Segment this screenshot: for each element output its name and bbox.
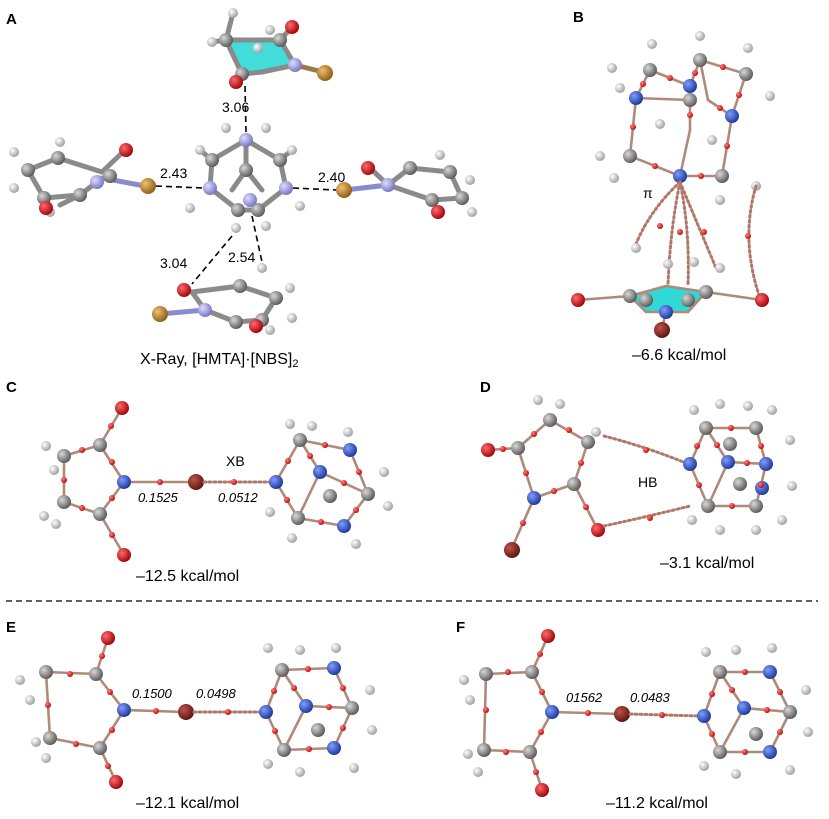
nbs-molecule-b [571,243,769,338]
panel-f-value-right: 0.0483 [630,690,671,705]
hmta-molecule-c [265,419,393,549]
panel-a-caption: X-Ray, [HMTA]·[NBS]2 [140,351,298,370]
nbs-molecule-right [336,150,477,219]
contact-right [292,187,337,191]
panel-f: F 01562 0.0483 [456,619,813,812]
distance-left: 2.43 [160,165,187,181]
panel-d-energy: –3.1 kcal/mol [660,555,754,572]
panel-e-value-left: 0.1500 [132,686,173,701]
pi-interaction-paths [634,180,762,300]
panel-c: C XB 0.1525 0.0512 [6,379,393,585]
panel-b: B [571,9,775,364]
nbs-molecule-e [15,631,194,789]
panel-e-letter: E [6,619,16,636]
panel-f-value-left: 01562 [566,690,603,705]
nbs-molecule-left [9,137,156,217]
hb-path-bottom [602,504,692,528]
contact-bottom-right [251,215,263,263]
hmta-molecule-f [697,643,813,779]
panel-c-energy: –12.5 kcal/mol [136,568,239,585]
distance-right: 2.40 [318,169,345,185]
contact-top [244,85,247,133]
panel-a-letter: A [6,11,17,28]
nbs-molecule-d [481,395,605,558]
panel-c-value-right: 0.0512 [218,490,259,505]
panel-f-letter: F [456,619,465,636]
hmta-molecule-e [259,643,377,777]
contact-bottom-left [191,235,233,285]
panel-a: A [6,8,477,370]
panel-b-energy: –6.6 kcal/mol [632,347,726,364]
panel-b-letter: B [573,9,584,26]
hmta-molecule-b [595,31,775,205]
hmta-molecule-d [683,399,797,535]
nbs-molecule-c [39,401,204,562]
contact-left [155,185,204,189]
panel-c-letter: C [6,379,17,396]
panel-f-energy: –11.2 kcal/mol [606,795,708,812]
distance-top: 3.06 [222,99,249,115]
panel-e-value-right: 0.0498 [196,686,237,701]
panel-c-value-left: 0.1525 [138,490,179,505]
panel-e: E 0.1500 0.0498 [6,619,377,812]
distance-bottom-left: 3.04 [160,255,187,271]
hmta-molecule [185,123,305,233]
xb-label: XB [226,453,245,469]
hb-label: HB [638,474,657,490]
panel-d: D HB [480,379,797,572]
nbs-molecule-top [207,8,333,89]
distance-bottom-right: 2.54 [228,249,255,265]
panel-e-energy: –12.1 kcal/mol [136,795,239,812]
pi-label: π [643,185,653,201]
nbs-molecule-f [459,629,630,797]
panel-d-letter: D [480,379,491,396]
nbs-molecule-bottom [152,263,297,335]
